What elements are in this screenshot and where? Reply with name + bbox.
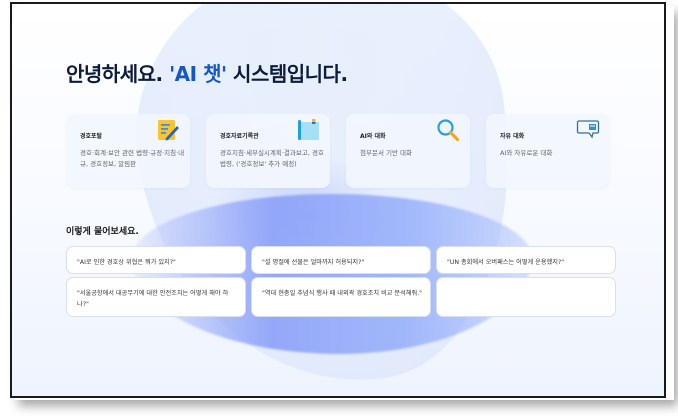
example-prompt[interactable]: "역대 현충일 추념식 행사 때 내외곽 경호조치 비교 분석해줘.": [251, 277, 431, 317]
page-title: 안녕하세요. 'AI 챗' 시스템입니다.: [66, 58, 348, 87]
magnifier-icon: [437, 119, 460, 142]
card-title: 경호자료기록관: [220, 133, 259, 140]
card-description: 경호·회계·보안 관련 법령·규정·지침·내규, 경호정보, 알림판: [80, 149, 185, 168]
greeting-text: 안녕하세요.: [66, 62, 170, 86]
title-suffix: 시스템입니다.: [226, 62, 348, 86]
card-description: 첨부문서 기반 대화: [360, 149, 412, 157]
card-description: AI와 자유로운 대화: [500, 149, 553, 157]
system-name: 'AI 챗': [169, 62, 227, 86]
card-security-portal[interactable]: 경호포탈 경호·회계·보안 관련 법령·규정·지침·내규, 경호정보, 알림판: [66, 114, 190, 188]
background-wave: [132, 194, 532, 354]
example-prompts: "AI로 인한 경호상 위협은 뭐가 있지?" "설 명절에 선물은 얼마까지 …: [66, 246, 616, 317]
card-free-chat[interactable]: 자유 대화 AI와 자유로운 대화: [486, 114, 610, 188]
service-cards: 경호포탈 경호·회계·보안 관련 법령·규정·지침·내규, 경호정보, 알림판 …: [66, 114, 610, 188]
memo-pencil-icon: [158, 120, 179, 141]
card-description: 경호지침·세부실시계획·결과보고, 경호법령, ('경호정보' 추가 예정): [220, 149, 324, 168]
chat-bubble-icon: [576, 120, 600, 139]
card-title: 자유 대화: [500, 133, 525, 140]
examples-heading: 이렇게 물어보세요.: [66, 227, 139, 237]
card-title: 경호포탈: [80, 133, 103, 140]
example-prompt[interactable]: "설 명절에 선물은 얼마까지 허용되지?": [251, 246, 431, 274]
app-window: 안녕하세요. 'AI 챗' 시스템입니다. 경호포탈 경호·회계·보안 관련 법…: [10, 2, 666, 398]
example-prompt[interactable]: "서울공항에서 대공무기에 대한 안전조치는 어떻게 해야 하나?": [66, 277, 246, 317]
card-ai-chat[interactable]: AI와 대화 첨부문서 기반 대화: [346, 114, 470, 188]
blueprint-scroll-icon: [298, 119, 319, 140]
card-title: AI와 대화: [360, 133, 386, 140]
example-prompt[interactable]: "UN 총회에서 오버패스는 어떻게 운용했지?": [436, 246, 616, 274]
example-prompt[interactable]: "AI로 인한 경호상 위협은 뭐가 있지?": [66, 246, 246, 274]
card-security-archive[interactable]: 경호자료기록관 경호지침·세부실시계획·결과보고, 경호법령, ('경호정보' …: [206, 114, 330, 188]
example-prompt-empty[interactable]: [436, 277, 616, 317]
